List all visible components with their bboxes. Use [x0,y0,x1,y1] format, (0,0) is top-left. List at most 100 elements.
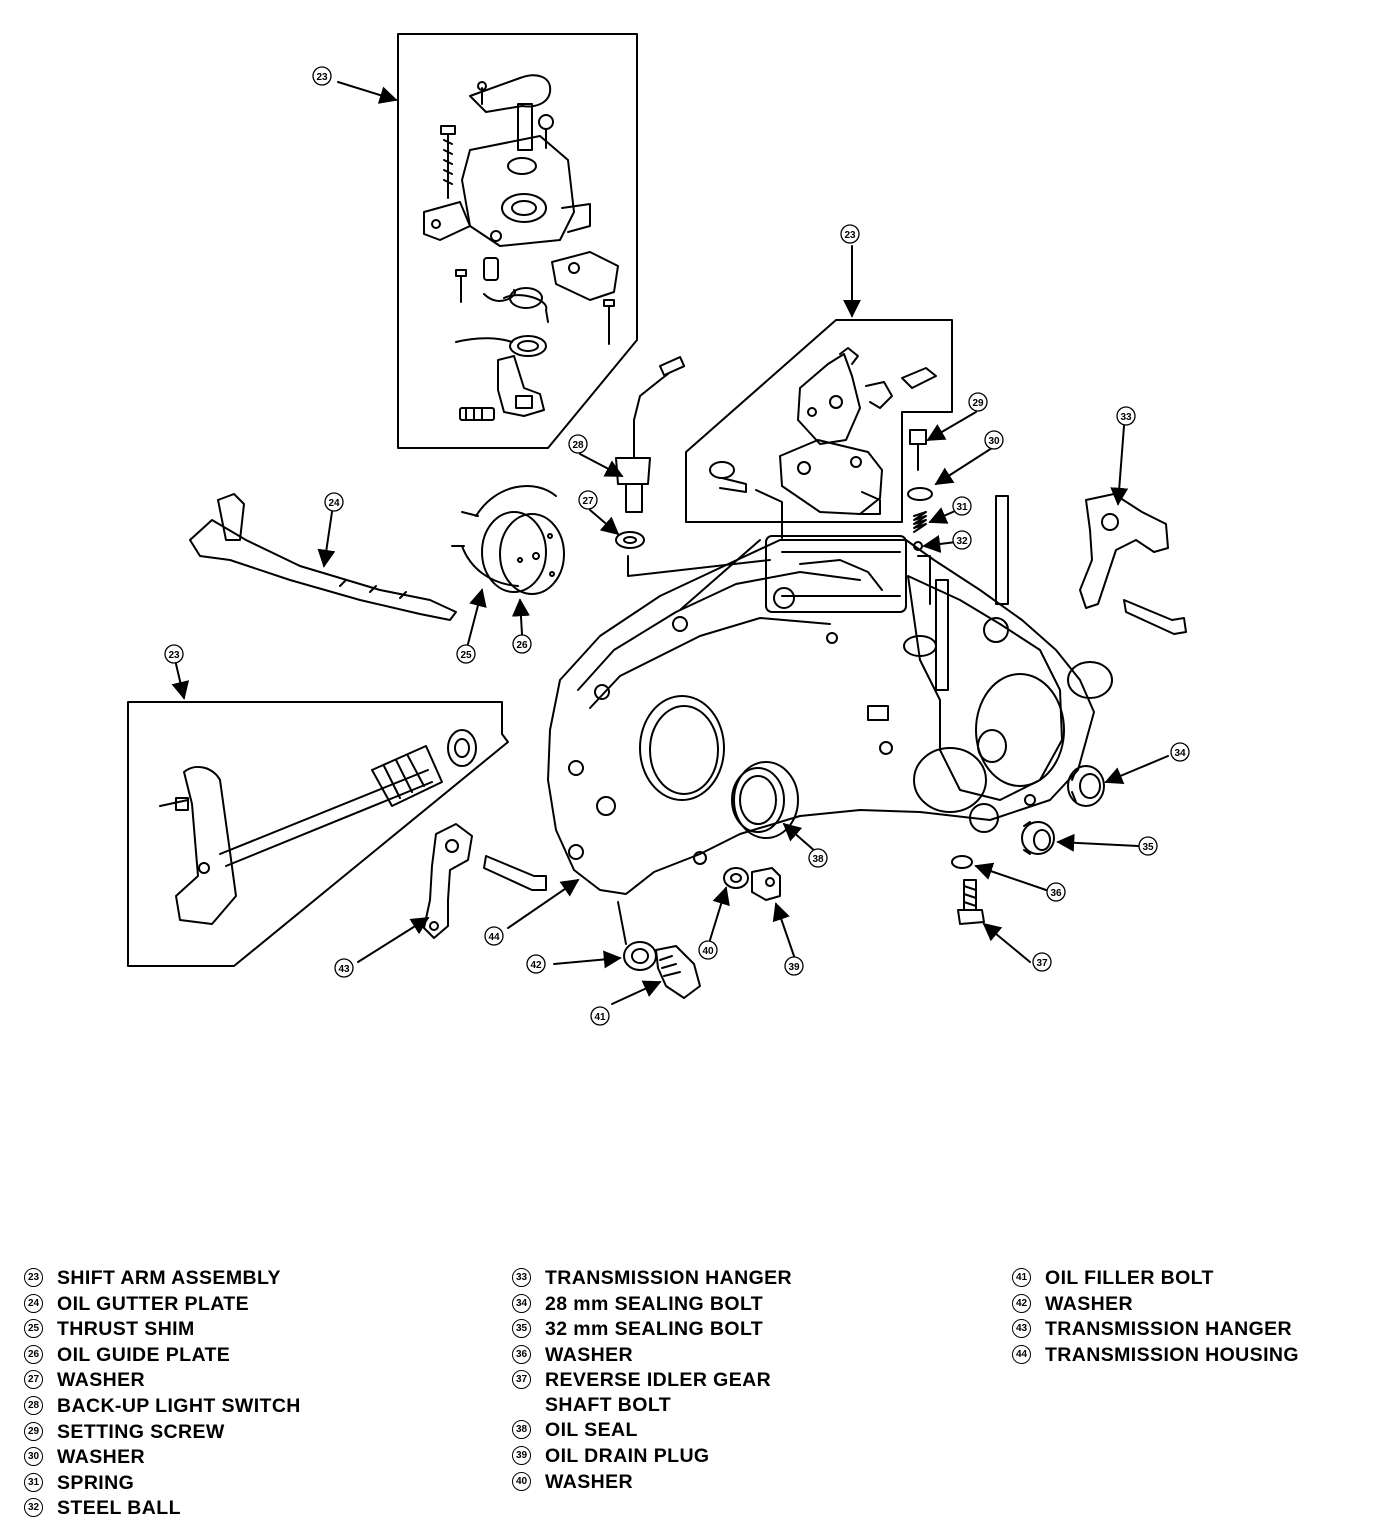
callout-29: 29 [968,392,988,412]
legend-label: TRANSMISSION HANGER [1045,1318,1293,1341]
svg-text:29: 29 [972,398,984,409]
svg-text:24: 24 [328,498,340,509]
legend-label: OIL FILLER BOLT [1045,1267,1214,1289]
svg-text:31: 31 [956,502,968,513]
legend-label: WASHER [1045,1292,1133,1315]
oil-gutter-plate [189,493,457,621]
callout-31: 31 [952,496,972,516]
legend-label: OIL GUIDE PLATE [57,1343,231,1366]
legend-label: OIL SEAL [545,1419,638,1442]
legend-number: 34 [512,1293,531,1313]
svg-text:23: 23 [316,72,328,83]
legend-item: 26 OIL GUIDE PLATE [24,1343,301,1367]
legend-number: 25 [24,1319,43,1339]
svg-text:33: 33 [1120,412,1132,423]
legend-number: 38 [512,1420,531,1440]
callout-25: 25 [456,644,476,664]
callout-43: 43 [334,958,354,978]
legend-label: 32 mm SEALING BOLT [545,1318,764,1341]
svg-text:38: 38 [812,854,824,865]
legend-item: 36 WASHER [512,1343,792,1367]
svg-text:23: 23 [168,650,180,661]
legend-number: 28 [24,1395,43,1415]
svg-text:40: 40 [702,946,714,957]
setting-screw-spring-ball [907,429,933,551]
legend-number: 36 [512,1344,531,1364]
legend-label: THRUST SHIM [57,1318,195,1341]
legend-label: OIL DRAIN PLUG [545,1444,710,1467]
svg-text:44: 44 [488,932,500,943]
svg-text:34: 34 [1174,748,1186,759]
callout-23-top: 23 [312,66,332,86]
legend-number: 24 [24,1293,43,1313]
callout-23-right: 23 [840,224,860,244]
callout-38: 38 [808,848,828,868]
inset-shift-holder-right [685,319,953,539]
callout-36: 36 [1046,882,1066,902]
legend-label: BACK-UP LIGHT SWITCH [57,1394,301,1417]
svg-text:30: 30 [988,436,1000,447]
backup-light-switch [615,356,771,577]
legend-item: 25 THRUST SHIM [24,1317,301,1341]
legend-label: SETTING SCREW [57,1420,225,1443]
legend-number: 26 [24,1344,43,1364]
callout-26: 26 [512,634,532,654]
legend-label: WASHER [57,1446,145,1469]
legend-label: WASHER [545,1470,633,1493]
svg-text:23: 23 [844,230,856,241]
svg-text:41: 41 [594,1012,606,1023]
callout-32: 32 [952,530,972,550]
legend-item: 44 TRANSMISSION HOUSING [1012,1343,1299,1367]
legend-number: 44 [1012,1344,1031,1364]
svg-text:35: 35 [1142,842,1154,853]
legend-number: 31 [24,1472,43,1492]
oil-seal [731,761,799,839]
svg-text:26: 26 [516,640,528,651]
callout-23-left: 23 [164,644,184,664]
svg-text:25: 25 [460,650,472,661]
svg-text:37: 37 [1036,958,1048,969]
svg-text:36: 36 [1050,888,1062,899]
legend-label: REVERSE IDLER GEAR SHAFT BOLT [545,1369,772,1416]
legend-item: 38 OIL SEAL [512,1418,792,1442]
oil-filler-bolt [617,901,701,999]
legend-number: 35 [512,1319,531,1339]
callout-34: 34 [1170,742,1190,762]
callout-33: 33 [1116,406,1136,426]
legend-label: WASHER [57,1369,145,1392]
legend-label: TRANSMISSION HANGER [545,1267,793,1289]
transmission-hanger-upper [1079,493,1187,635]
svg-text:39: 39 [788,962,800,973]
legend-label: TRANSMISSION HOUSING [1045,1343,1299,1366]
legend-item: 27 WASHER [24,1368,301,1392]
callout-24: 24 [324,492,344,512]
callout-44: 44 [484,926,504,946]
callout-27: 27 [578,490,598,510]
legend-number: 27 [24,1370,43,1390]
svg-text:43: 43 [338,964,350,975]
oil-drain-plug [723,867,781,901]
legend-number: 23 [24,1268,43,1287]
svg-text:42: 42 [530,960,542,971]
callout-42: 42 [526,954,546,974]
legend-label: WASHER [545,1343,633,1366]
legend-number: 43 [1012,1319,1031,1339]
callout-numbers: 23 23 23 24 25 26 27 28 29 30 31 32 33 3… [164,66,1190,1026]
legend-number: 32 [24,1498,43,1518]
thrust-shim-and-guide-plate [451,484,565,595]
inset-shift-arm-top [397,33,638,449]
exploded-parts-diagram: 23 23 23 24 25 26 27 28 29 30 31 32 33 3… [127,33,1190,1026]
inset-shift-shaft-left [127,701,509,967]
legend-number: 33 [512,1268,531,1287]
